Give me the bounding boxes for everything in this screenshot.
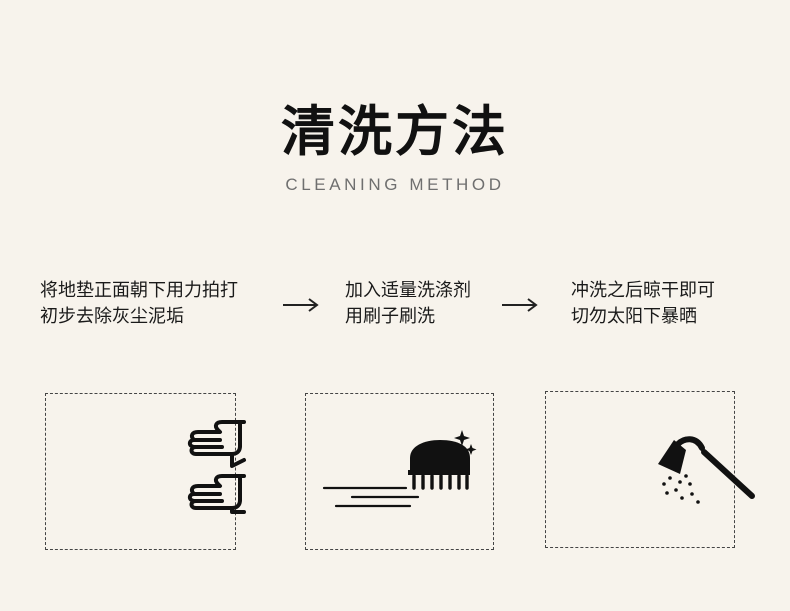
step-1-line-1: 将地垫正面朝下用力拍打	[40, 280, 238, 301]
step-3-text: 冲洗之后晾干即可 切勿太阳下暴晒	[571, 278, 715, 330]
shower-head-icon	[658, 436, 755, 504]
arrow-right-icon	[283, 298, 319, 312]
step-3-illustration	[545, 391, 755, 548]
step-3-line-2: 切勿太阳下暴晒	[571, 306, 697, 327]
step-2-line-1: 加入适量洗涤剂	[345, 280, 471, 301]
step-1-line-2: 初步去除灰尘泥垢	[40, 306, 184, 327]
step-2-line-2: 用刷子刷洗	[345, 306, 435, 327]
step-2-text: 加入适量洗涤剂 用刷子刷洗	[345, 278, 471, 330]
step-1-text: 将地垫正面朝下用力拍打 初步去除灰尘泥垢	[40, 278, 238, 330]
step-2-illustration	[305, 393, 494, 550]
step-3-line-1: 冲洗之后晾干即可	[571, 280, 715, 301]
page-title: 清洗方法	[281, 100, 509, 163]
arrow-right-icon	[502, 298, 538, 312]
page-subtitle: CLEANING METHOD	[285, 175, 505, 194]
step-1-illustration	[45, 393, 246, 550]
scrub-brush-icon	[322, 430, 477, 508]
hands-patting-icon	[187, 420, 246, 514]
